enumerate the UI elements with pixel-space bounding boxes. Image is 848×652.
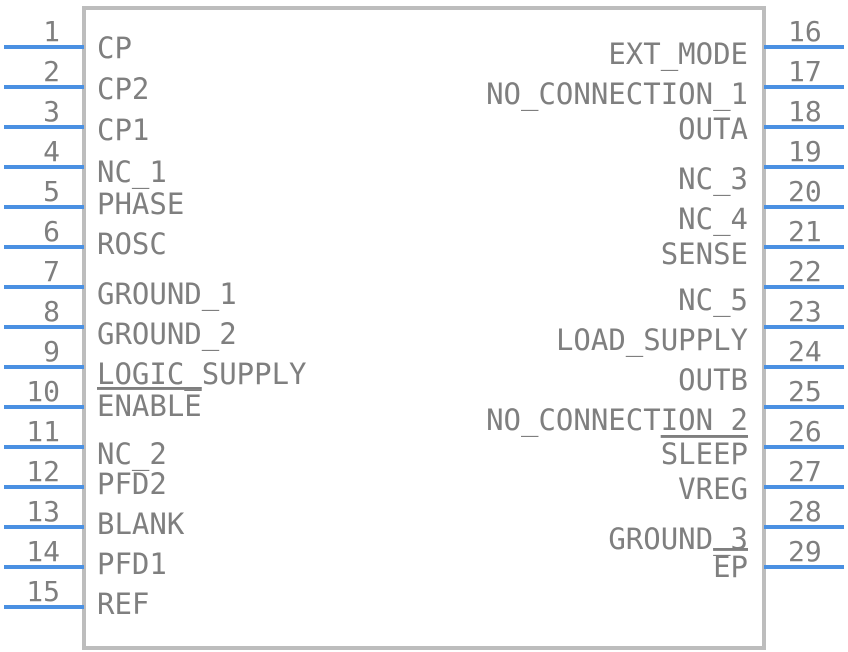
pin-label-28: GROUND_3 [608,522,748,557]
pin-label-10: ENABLE [97,389,202,423]
pin-label-20: NC_4 [678,202,748,237]
pin-label-26: SLEEP [661,437,748,471]
pin-label-21: SENSE [661,237,748,271]
pin-number-27: 27 [788,455,822,488]
pin-label-19: NC_3 [678,162,748,197]
pin-label-1: CP [97,31,132,65]
pin-number-28: 28 [788,495,822,528]
pin-label-2: CP2 [97,72,149,106]
pin-label-12: PFD2 [97,467,167,501]
pin-number-9: 9 [43,335,60,368]
pin-number-17: 17 [788,55,822,88]
pin-label-9: LOGIC_SUPPLY [97,357,307,392]
pin-number-24: 24 [788,335,822,368]
pin-label-3: CP1 [97,113,149,147]
pin-number-1: 1 [43,15,60,48]
pin-label-5: PHASE [97,187,184,221]
pin-label-16: EXT_MODE [608,37,748,72]
pin-label-23: LOAD_SUPPLY [556,323,748,358]
pin-label-15: REF [97,587,149,621]
pin-number-11: 11 [26,415,60,448]
pin-label-27: VREG [678,472,748,506]
pin-number-12: 12 [26,455,60,488]
pin-number-21: 21 [788,215,822,248]
pin-number-4: 4 [43,135,60,168]
pin-label-22: NC_5 [678,283,748,318]
pin-number-20: 20 [788,175,822,208]
pin-label-8: GROUND_2 [97,317,237,352]
pin-number-22: 22 [788,255,822,288]
pin-number-19: 19 [788,135,822,168]
pin-label-18: OUTA [678,112,748,146]
pin-number-7: 7 [43,255,60,288]
pin-number-18: 18 [788,95,822,128]
pin-label-7: GROUND_1 [97,277,237,312]
pin-label-29: EP [713,550,748,584]
pin-number-15: 15 [26,575,60,608]
pin-label-25: NO_CONNECTION_2 [486,403,748,438]
pin-label-24: OUTB [678,363,748,397]
pin-number-26: 26 [788,415,822,448]
pin-number-3: 3 [43,95,60,128]
pin-number-8: 8 [43,295,60,328]
ic-body [82,6,766,650]
pin-label-14: PFD1 [97,547,167,581]
pin-label-6: ROSC [97,227,167,261]
pin-number-2: 2 [43,55,60,88]
pin-number-23: 23 [788,295,822,328]
pin-label-11: NC_2 [97,437,167,472]
pin-number-6: 6 [43,215,60,248]
pin-number-13: 13 [26,495,60,528]
pin-label-4: NC_1 [97,155,167,190]
pin-label-13: BLANK [97,507,185,541]
pin-number-29: 29 [788,535,822,568]
pin-number-16: 16 [788,15,822,48]
pin-number-14: 14 [26,535,60,568]
pin-number-10: 10 [26,375,60,408]
pin-number-25: 25 [788,375,822,408]
pin-label-17: NO_CONNECTION_1 [486,77,748,112]
pin-number-5: 5 [43,175,60,208]
